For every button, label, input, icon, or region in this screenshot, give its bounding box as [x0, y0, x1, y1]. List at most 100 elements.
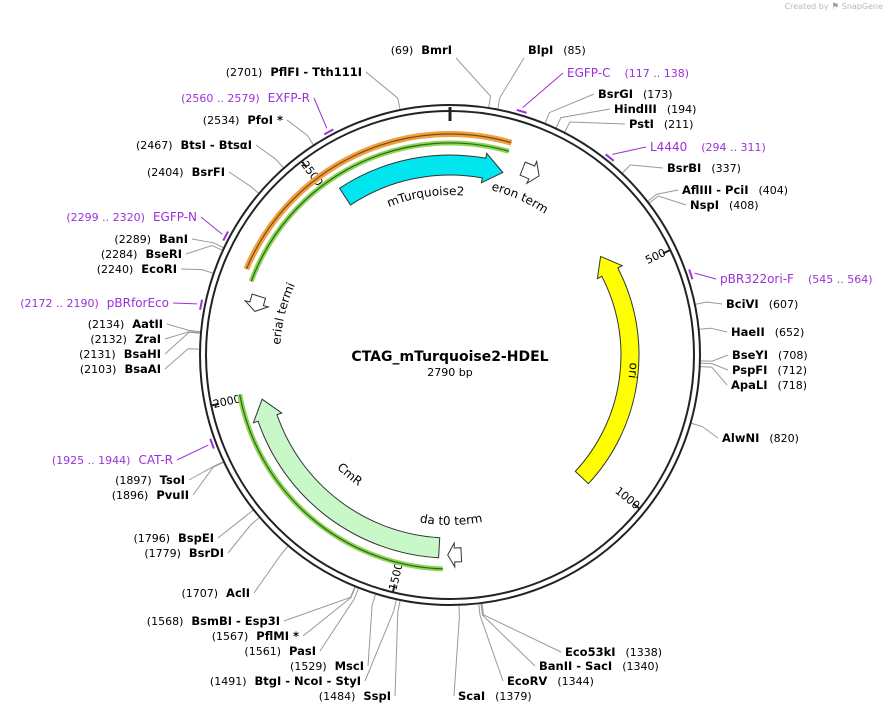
site-name: BsrBI	[667, 161, 701, 175]
site-label-nspi: NspI(408)	[690, 198, 759, 212]
orange-annotation-arc-line	[245, 133, 512, 270]
primer-leader-l4440	[612, 146, 647, 155]
site-position: (1344)	[557, 675, 594, 688]
site-label-banii-saci: BanII - SacI(1340)	[539, 659, 659, 673]
site-label-pasi: (1561)PasI	[244, 644, 316, 658]
primer-label-egfp-c: EGFP-C(117 .. 138)	[567, 66, 689, 80]
tick-label-2000: 2000	[212, 392, 242, 410]
site-leader-pflfi-tth111i	[365, 71, 401, 110]
site-nspi[interactable]: NspI(408)	[690, 198, 759, 212]
site-bsaai[interactable]: (2103)BsaAI	[80, 362, 161, 376]
site-leader-bani	[191, 238, 224, 248]
site-name: BsmBI - Esp3I	[191, 614, 280, 628]
site-pvuii[interactable]: (1896)PvuII	[112, 488, 189, 502]
primer-bar-l4440	[605, 153, 615, 162]
site-psti[interactable]: PstI (211)	[629, 117, 693, 131]
site-position: (1897)	[115, 474, 152, 487]
site-afliii-pcii[interactable]: AflIII - PciI(404)	[682, 183, 788, 197]
site-blpi[interactable]: BlpI(85)	[528, 43, 586, 57]
site-name: BanI	[159, 232, 188, 246]
site-label-msci: (1529)MscI	[290, 659, 364, 673]
site-leader-btgi-ncoi-styi	[364, 600, 397, 682]
feature-lambda-t0-terminator-arrow[interactable]	[447, 541, 463, 569]
site-acli[interactable]: (1707)AclI	[181, 586, 250, 600]
primer-l4440[interactable]: L4440(294 .. 311)	[650, 140, 766, 154]
site-position: (1338)	[626, 646, 663, 659]
site-name: ScaI	[458, 689, 485, 703]
primer-bar-egfp-c	[516, 108, 527, 114]
primer-label-exfp-r: (2560 .. 2579)EXFP-R	[181, 91, 310, 105]
feature-cmr-arrow[interactable]	[252, 398, 441, 559]
site-leader-blpi	[497, 57, 525, 109]
green-annotation-arc-line-0	[250, 142, 510, 282]
feature-bacterial-terminator-arrow[interactable]	[243, 293, 271, 312]
site-btsi-bts-i[interactable]: (2467)BtsI - BtsαI	[136, 138, 252, 152]
site-leader-tsoi	[188, 461, 224, 481]
site-name: BlpI	[528, 43, 553, 57]
site-bsahi[interactable]: (2131)BsaHI	[79, 347, 161, 361]
primer-leader-cat-r	[176, 444, 209, 461]
site-bspei[interactable]: (1796)BspEI	[133, 531, 214, 545]
site-leader-nspi	[649, 195, 687, 206]
site-leader-bsrbi	[622, 164, 664, 174]
feature-ori-arrow[interactable]	[574, 255, 640, 485]
site-label-bsrfi: (2404)BsrFI	[147, 165, 225, 179]
site-bmri[interactable]: (69)BmrI	[391, 43, 452, 57]
primer-egfp-n[interactable]: (2299 .. 2320)EGFP-N	[66, 210, 197, 224]
site-pasi[interactable]: (1561)PasI	[244, 644, 316, 658]
primer-cat-r[interactable]: (1925 .. 1944)CAT-R	[52, 453, 173, 467]
site-name: NspI	[690, 198, 719, 212]
site-pspfi[interactable]: PspFI(712)	[732, 363, 807, 377]
site-bani[interactable]: (2289)BanI	[114, 232, 188, 246]
site-zrai[interactable]: (2132)ZraI	[90, 332, 161, 346]
site-pflmi[interactable]: (1567)PflMI *	[212, 629, 299, 643]
site-bsrbi[interactable]: BsrBI(337)	[667, 161, 741, 175]
site-ecorv[interactable]: EcoRV(1344)	[507, 674, 594, 688]
site-banii-saci[interactable]: BanII - SacI(1340)	[539, 659, 659, 673]
primer-egfp-c[interactable]: EGFP-C(117 .. 138)	[567, 66, 689, 80]
site-alwni[interactable]: AlwNI(820)	[722, 431, 799, 445]
site-apali[interactable]: ApaLI(718)	[731, 378, 807, 392]
primer-bar-egfp-n	[222, 231, 229, 242]
primer-pbrforeco[interactable]: (2172 .. 2190)pBRforEco	[20, 296, 169, 310]
primer-exfp-r[interactable]: (2560 .. 2579)EXFP-R	[181, 91, 310, 105]
site-bsrfi[interactable]: (2404)BsrFI	[147, 165, 225, 179]
site-position: (712)	[777, 364, 807, 377]
site-bseyi[interactable]: BseYI(708)	[732, 348, 808, 362]
site-tsoi[interactable]: (1897)TsoI	[115, 473, 185, 487]
site-bsmbi-esp3i[interactable]: (1568)BsmBI - Esp3I	[147, 614, 280, 628]
feature-mturquoise2-arrow[interactable]	[338, 152, 504, 206]
feature-ori-label: ori	[626, 362, 641, 379]
site-scai[interactable]: ScaI(1379)	[458, 689, 532, 703]
site-btgi-ncoi-styi[interactable]: (1491)BtgI - NcoI - StyI	[210, 674, 361, 688]
primer-name: pBRforEco	[107, 296, 169, 310]
site-name: PstI	[629, 117, 654, 131]
site-msci[interactable]: (1529)MscI	[290, 659, 364, 673]
site-bseri[interactable]: (2284)BseRI	[101, 247, 182, 261]
site-eco53ki[interactable]: Eco53kI(1338)	[565, 645, 662, 659]
site-position: (1779)	[144, 547, 181, 560]
site-bcivi[interactable]: BciVI(607)	[726, 297, 798, 311]
site-position: (607)	[769, 298, 799, 311]
site-sspi[interactable]: (1484)SspI	[319, 689, 391, 703]
site-bsrdi[interactable]: (1779)BsrDI	[144, 546, 224, 560]
site-pflfi-tth111i[interactable]: (2701)PflFI - Tth111I	[226, 65, 362, 79]
site-hindiii[interactable]: HindIII(194)	[614, 102, 696, 116]
site-label-apali: ApaLI(718)	[731, 378, 807, 392]
site-label-hindiii: HindIII(194)	[614, 102, 696, 116]
primer-pbr322ori-f[interactable]: pBR322ori-F(545 .. 564)	[720, 272, 873, 286]
site-leader-pasi	[319, 588, 359, 652]
site-haeii[interactable]: HaeII(652)	[731, 325, 804, 339]
feature-his-operon-terminator-arrow[interactable]	[519, 159, 540, 185]
site-label-bsrdi: (1779)BsrDI	[144, 546, 224, 560]
site-position: (2534)	[203, 114, 240, 127]
site-name: BsrGI	[598, 87, 633, 101]
site-pfoi[interactable]: (2534)PfoI *	[203, 113, 283, 127]
site-position: (194)	[667, 103, 697, 116]
site-position: (211)	[664, 118, 694, 131]
site-ecori[interactable]: (2240)EcoRI	[97, 262, 177, 276]
site-position: (2103)	[80, 363, 117, 376]
site-aatii[interactable]: (2134)AatII	[88, 317, 163, 331]
site-bsrgi[interactable]: BsrGI(173)	[598, 87, 673, 101]
site-leader-scai	[453, 605, 460, 697]
